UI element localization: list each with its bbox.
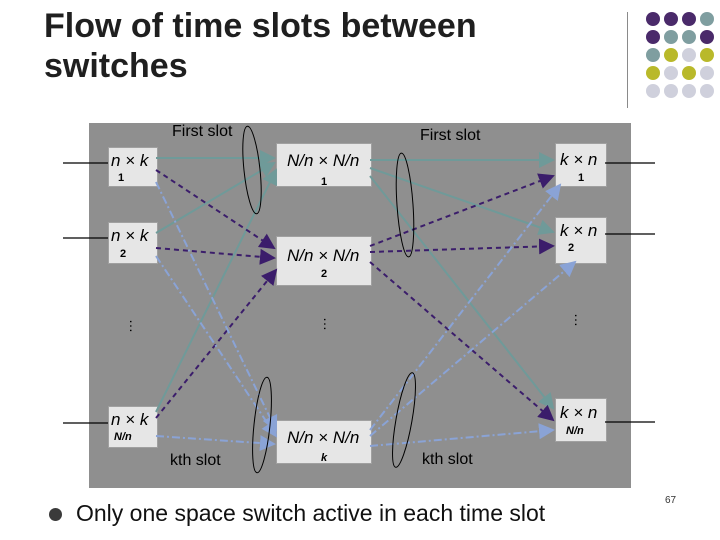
middle-switch-1-index: 1 [321,176,328,188]
dot [664,12,678,26]
kth-slot-label-right: kth slot [422,451,473,468]
dot [700,84,714,98]
dot [664,66,678,80]
dot [682,30,696,44]
input-switch-2-label: n × k [111,226,149,245]
input-switch-1-index: 1 [118,172,125,184]
input-switch-nn-index: N/n [114,431,132,443]
first-slot-label-right: First slot [420,127,481,144]
input-switch-nn [108,406,158,448]
dot [664,30,678,44]
bullet-text: Only one space switch active in each tim… [76,500,546,526]
middle-switch-2-index: 2 [321,268,328,280]
output-switch-2-label: k × n [560,221,598,240]
output-switch-nn [555,398,607,442]
ellipsis-middle: … [321,317,337,331]
output-switch-nn-index: N/n [566,425,584,437]
dot [646,30,660,44]
ellipsis-input: … [127,319,143,333]
middle-switch-2-label: N/n × N/n [287,246,360,265]
input-switch-2-index: 2 [120,248,127,260]
input-switch-1 [108,147,158,187]
middle-switch-1-label: N/n × N/n [287,151,360,170]
dot [664,48,678,62]
dot [646,48,660,62]
dot [646,12,660,26]
dot [646,84,660,98]
middle-switch-2 [276,236,372,286]
kth-slot-label-left: kth slot [170,452,221,469]
dot [646,66,660,80]
dot [700,66,714,80]
dot [682,84,696,98]
first-slot-label-left: First slot [172,123,233,140]
output-switch-1-label: k × n [560,150,598,169]
input-switch-1-label: n × k [111,151,149,170]
dot [664,84,678,98]
middle-switch-k-label: N/n × N/n [287,428,360,447]
dot [700,12,714,26]
middle-switch-k-index: k [321,452,328,464]
input-switch-2 [108,222,158,264]
decorative-dot-grid [640,10,720,100]
dot [682,12,696,26]
output-switch-1 [555,143,607,187]
input-switch-nn-label: n × k [111,410,149,429]
dot [682,66,696,80]
output-switch-2 [555,217,607,264]
bullet-icon [49,508,62,521]
ellipsis-output: … [572,313,588,327]
output-switch-nn-label: k × n [560,403,598,422]
middle-switch-k [276,420,372,464]
slide-title: Flow of time slots between switches [44,7,477,85]
dot [700,48,714,62]
middle-switch-1 [276,143,372,187]
dot [700,30,714,44]
title-divider [627,12,628,108]
dot [682,48,696,62]
output-switch-1-index: 1 [578,172,585,184]
output-switch-2-index: 2 [568,242,575,254]
page-number: 67 [665,495,677,506]
